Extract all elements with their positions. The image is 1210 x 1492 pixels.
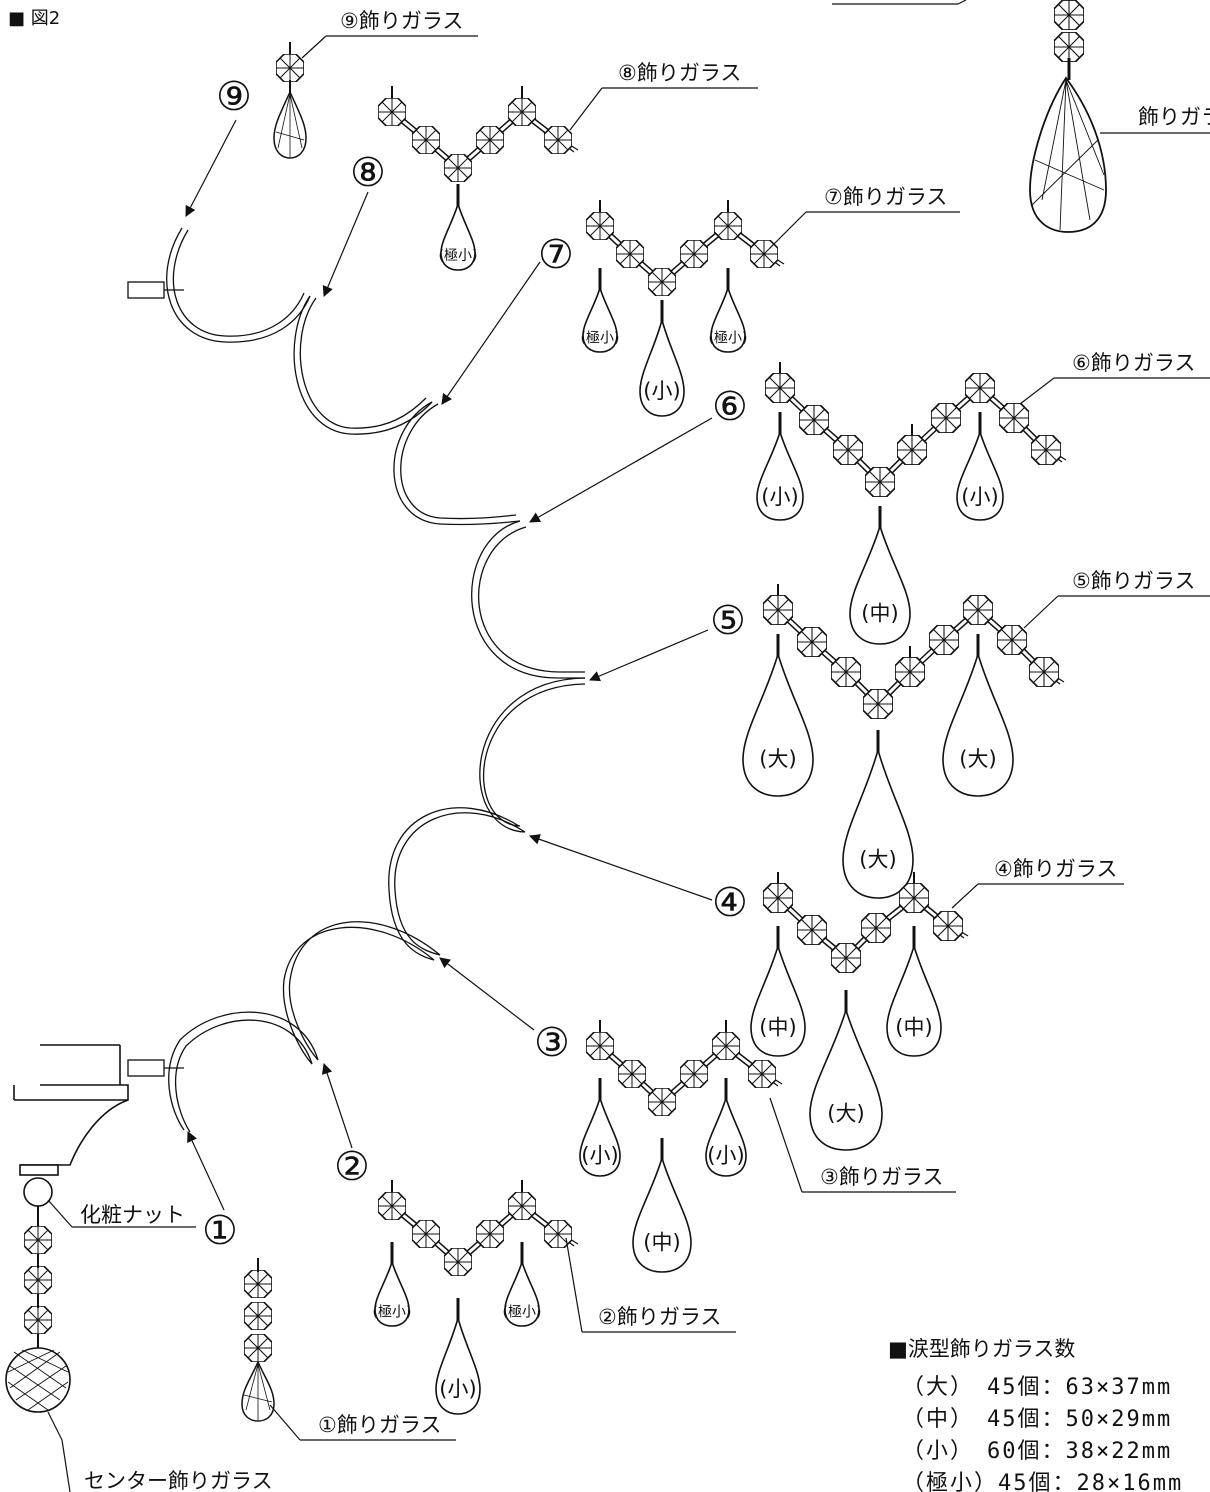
drop-chain-8: (極小) [439,184,478,271]
label-glass-9: ⑨飾りガラス [340,9,463,33]
wavy-arm [127,227,586,1133]
chain-3: (小) (小) (中) [579,1020,783,1273]
drop-chain-5: (大) [742,634,814,797]
drop-chain-3: (中) [632,1138,692,1273]
figure-label: ■ 図2 [8,8,60,29]
size-label: (極小) [581,330,620,346]
label-glass-3: ③飾りガラス [820,1165,943,1189]
step-number-5: ⑤ [710,598,746,644]
label-glass-8: ⑧飾りガラス [618,61,741,85]
table-row-tiny: （極小）45個：28×16mm [902,1471,1183,1492]
size-label: (極小) [709,330,748,346]
label-topright: 飾りガラ [1138,105,1210,129]
nut-label-group: 化粧ナット [47,1199,196,1228]
size-label: (大) [859,848,896,872]
size-label: (小) [581,1144,618,1168]
drop-chain-7: (極小) [581,268,620,353]
table-row-large: （大） 45個：63×37mm [902,1375,1172,1400]
size-label: (中) [895,1015,932,1039]
step-number-3: ③ [534,1020,570,1066]
step-number-2: ② [334,1144,370,1190]
chain-8: (極小) [378,86,579,271]
size-label: (大) [959,747,996,771]
size-label: (小) [707,1144,744,1168]
glass-set-1: ①飾りガラス [241,1258,456,1441]
chain-2: (極小) (極小) (小) [373,1180,579,1415]
size-label: (小) [643,379,680,403]
step-number-9: ⑨ [216,74,252,120]
drop-chain-6: (中) [849,506,911,645]
step-arrows [185,119,713,1211]
size-label: (小) [439,1377,476,1401]
table-row-small: （小） 60個：38×22mm [902,1439,1172,1464]
drop-chain-6: (小) [956,412,1004,521]
label-glass-2: ②飾りガラス [598,1305,721,1329]
drop-chain-2: (小) [435,1298,481,1415]
table-row-medium: （中） 45個：50×29mm [902,1407,1172,1432]
step-number-7: ⑦ [538,232,574,278]
size-label: (極小) [503,1304,542,1320]
chain-6: (小) (小) (中) [756,362,1067,645]
step-number-8: ⑧ [350,150,386,196]
label-glass-5: ⑤飾りガラス [1072,569,1195,593]
label-decorative-nut: 化粧ナット [80,1203,185,1227]
label-glass-4: ④飾りガラス [994,857,1117,881]
step-number-1: ① [202,1208,238,1254]
chain-7: (極小) (極小) (小) [581,200,785,417]
drop-chain-5: (大) [842,730,914,899]
drop-chain-4: (中) [886,926,942,1057]
pendant-chains: (極小)(極小)(極小)(小)(小)(小)(中)(大)(大)(大)(中)(中)(… [373,86,1067,1415]
size-label: (中) [643,1230,680,1254]
drop-chain-6: (小) [756,412,804,521]
size-label: (大) [827,1102,864,1126]
size-label: (極小) [373,1304,412,1320]
size-label: (大) [759,747,796,771]
size-label: (小) [961,485,998,509]
chain-5: (大) (大) (大) [742,584,1065,899]
label-glass-6: ⑥飾りガラス [1072,351,1195,375]
size-label: (小) [761,485,798,509]
drop-chain-2: (極小) [373,1242,412,1327]
leader-lines [565,87,1210,1333]
table-title: ■涙型飾りガラス数 [888,1337,1075,1361]
glass-count-table: ■涙型飾りガラス数 （大） 45個：63×37mm （中） 45個：50×29m… [888,1337,1183,1492]
drop-chain-4: (大) [809,990,883,1151]
detail-drop-illustration: 飾りガラ [832,0,1210,233]
drop-chain-7: (小) [639,300,685,417]
step-number-6: ⑥ [712,384,748,430]
size-label: (中) [861,601,898,625]
label-glass-1: ①飾りガラス [318,1413,441,1437]
drop-chain-3: (小) [705,1078,747,1177]
step-number-4: ④ [712,880,748,926]
center-ornament [5,1177,71,1492]
drop-chain-4: (中) [750,926,806,1057]
drop-chain-5: (大) [942,634,1014,797]
glass-set-9: ⑨飾りガラス [273,9,478,159]
drop-chain-2: (極小) [503,1242,542,1327]
drop-chain-3: (小) [579,1078,621,1177]
label-center-glass: センター飾りガラス [84,1469,273,1492]
drop-chain-7: (極小) [709,268,748,353]
label-glass-7: ⑦飾りガラス [824,185,947,209]
size-label: (極小) [439,248,478,264]
ceiling-base [13,1044,129,1176]
size-label: (中) [759,1015,796,1039]
chain-4: (中) (中) (大) [750,872,969,1151]
